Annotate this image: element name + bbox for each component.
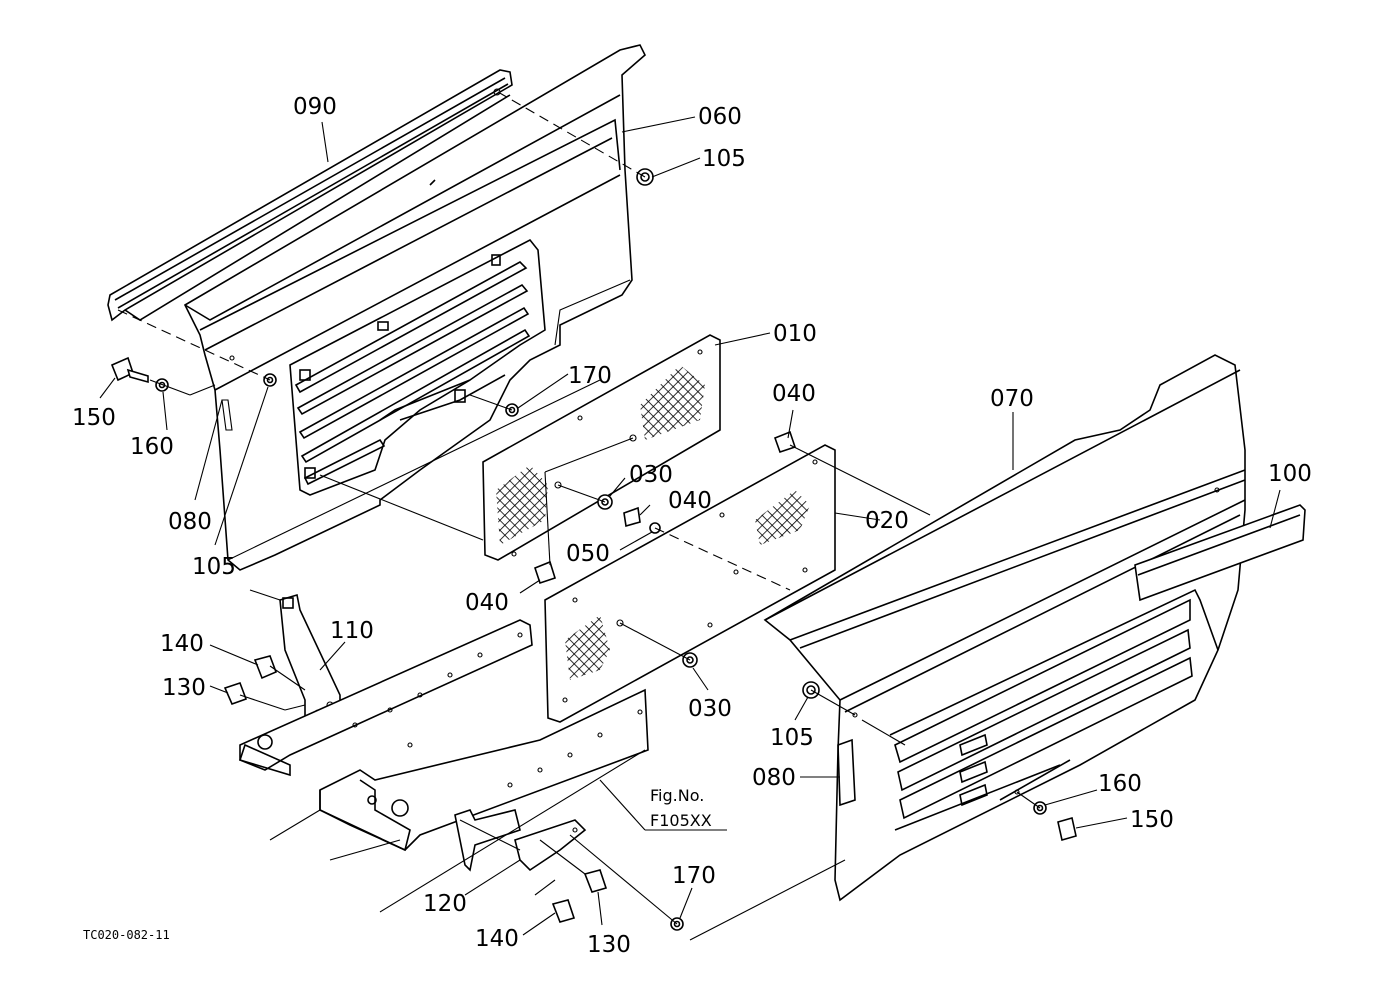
label-105-left: 105 xyxy=(192,554,236,580)
label-105-right: 105 xyxy=(770,725,814,751)
fig-no-value: F105XX xyxy=(650,811,712,830)
right-side-cover xyxy=(763,354,1246,902)
label-050: 050 xyxy=(566,541,610,567)
label-130-bottom: 130 xyxy=(587,932,631,958)
label-080-right: 080 xyxy=(752,765,796,791)
panel-010 xyxy=(482,334,721,561)
label-130-left: 130 xyxy=(162,675,206,701)
part-labels: 090 060 105 010 170 040 070 100 150 160 … xyxy=(72,94,1312,958)
label-160-left: 160 xyxy=(130,434,174,460)
trim-100 xyxy=(1134,504,1306,602)
label-070: 070 xyxy=(990,386,1034,412)
label-030-top: 030 xyxy=(629,462,673,488)
leader-lines xyxy=(117,91,1041,941)
label-030-bottom: 030 xyxy=(688,696,732,722)
label-120: 120 xyxy=(423,891,467,917)
callout-leaders xyxy=(99,116,1281,936)
label-150-left: 150 xyxy=(72,405,116,431)
label-140-bottom: 140 xyxy=(475,926,519,952)
label-010: 010 xyxy=(773,321,817,347)
label-020: 020 xyxy=(865,508,909,534)
fig-no-label: Fig.No. xyxy=(650,786,704,805)
label-105-top: 105 xyxy=(702,146,746,172)
label-140-left: 140 xyxy=(160,631,204,657)
label-170-top: 170 xyxy=(568,363,612,389)
label-100: 100 xyxy=(1268,461,1312,487)
label-040-bottom: 040 xyxy=(465,590,509,616)
label-110: 110 xyxy=(330,618,374,644)
label-080-left: 080 xyxy=(168,509,212,535)
lower-brackets xyxy=(238,593,649,872)
label-040-mid: 040 xyxy=(668,488,712,514)
label-060: 060 xyxy=(698,104,742,130)
label-040-right: 040 xyxy=(772,381,816,407)
label-150-right: 150 xyxy=(1130,807,1174,833)
drawing-code: TC020-082-11 xyxy=(83,928,170,942)
panel-020 xyxy=(544,444,836,723)
left-side-cover xyxy=(183,44,646,571)
label-170-bottom: 170 xyxy=(672,863,716,889)
label-160-right: 160 xyxy=(1098,771,1142,797)
label-090: 090 xyxy=(293,94,337,120)
